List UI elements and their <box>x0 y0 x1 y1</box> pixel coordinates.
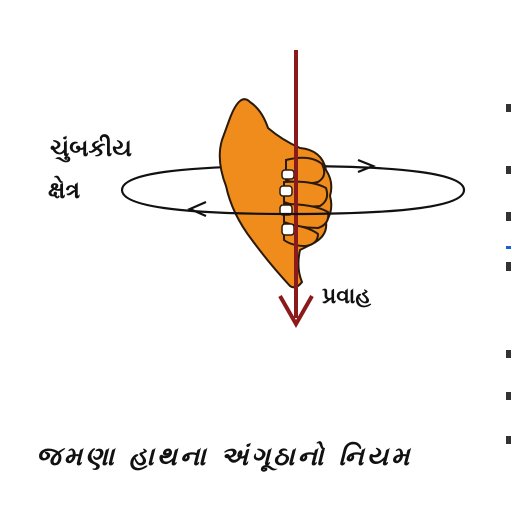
edge-fragment-2 <box>506 166 511 174</box>
current-arrow-icon <box>278 50 314 329</box>
edge-fragment-6 <box>506 350 511 358</box>
field-arrow-left-icon <box>187 200 207 218</box>
hand-icon <box>218 98 333 289</box>
fingernail-4 <box>281 223 295 236</box>
edge-fragment-4 <box>506 246 511 249</box>
edge-fragment-7 <box>506 392 511 400</box>
magnetic-field-label-line2: ક્ષેત્ર <box>48 176 81 204</box>
edge-fragment-1 <box>506 104 511 112</box>
field-arrow-right-icon <box>357 158 376 174</box>
diagram-caption: જમણા હાથના અંગૂઠાનો નિયમ <box>36 442 413 472</box>
field-loop-front <box>120 189 466 218</box>
magnetic-field-label-line1: ચુંબકીય <box>50 134 132 162</box>
edge-fragment-8 <box>506 436 511 444</box>
edge-fragment-5 <box>506 262 511 271</box>
fingernail-2 <box>279 185 293 197</box>
current-label: પ્રવાહ <box>322 284 372 309</box>
edge-fragment-3 <box>506 212 511 221</box>
fingernail-1 <box>281 169 295 180</box>
